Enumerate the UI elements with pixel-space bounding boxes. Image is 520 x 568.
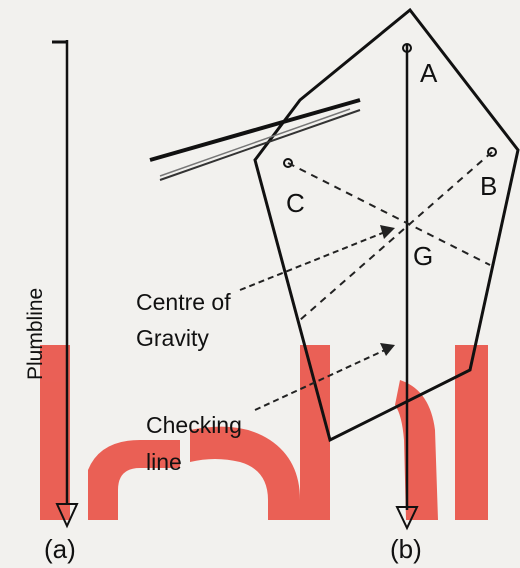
plumbline-bob-icon [55,503,79,529]
annotation-centre-of-gravity-1: Centre of [136,289,231,315]
caption-b: (b) [390,534,422,564]
part-b-lamina [149,7,520,531]
dashed-line-c [287,162,491,266]
hole-a [402,43,412,53]
hole-b [487,147,497,157]
hole-c [283,158,293,168]
caption-a: (a) [44,534,76,564]
arrow-centre-of-gravity [239,231,386,291]
point-label-a: A [420,58,438,88]
annotation-checking-line-1: Checking [146,412,242,438]
annotation-checking-line-2: line [146,449,182,475]
watermark-logo [40,345,488,520]
point-label-b: B [480,171,497,201]
label-plumbline: Plumbline [24,288,47,380]
annotation-centre-of-gravity-2: Gravity [136,325,209,351]
arrow-checking-line [254,349,386,411]
dashed-line-b [299,151,493,321]
pin-rod-edge [159,109,361,181]
lamina-outline [253,7,520,443]
part-a-plumbline [52,40,79,529]
plumbline-b-bob-icon [395,506,419,531]
point-label-c: C [286,188,305,218]
point-label-g: G [413,241,433,271]
pin-rod [149,98,361,162]
